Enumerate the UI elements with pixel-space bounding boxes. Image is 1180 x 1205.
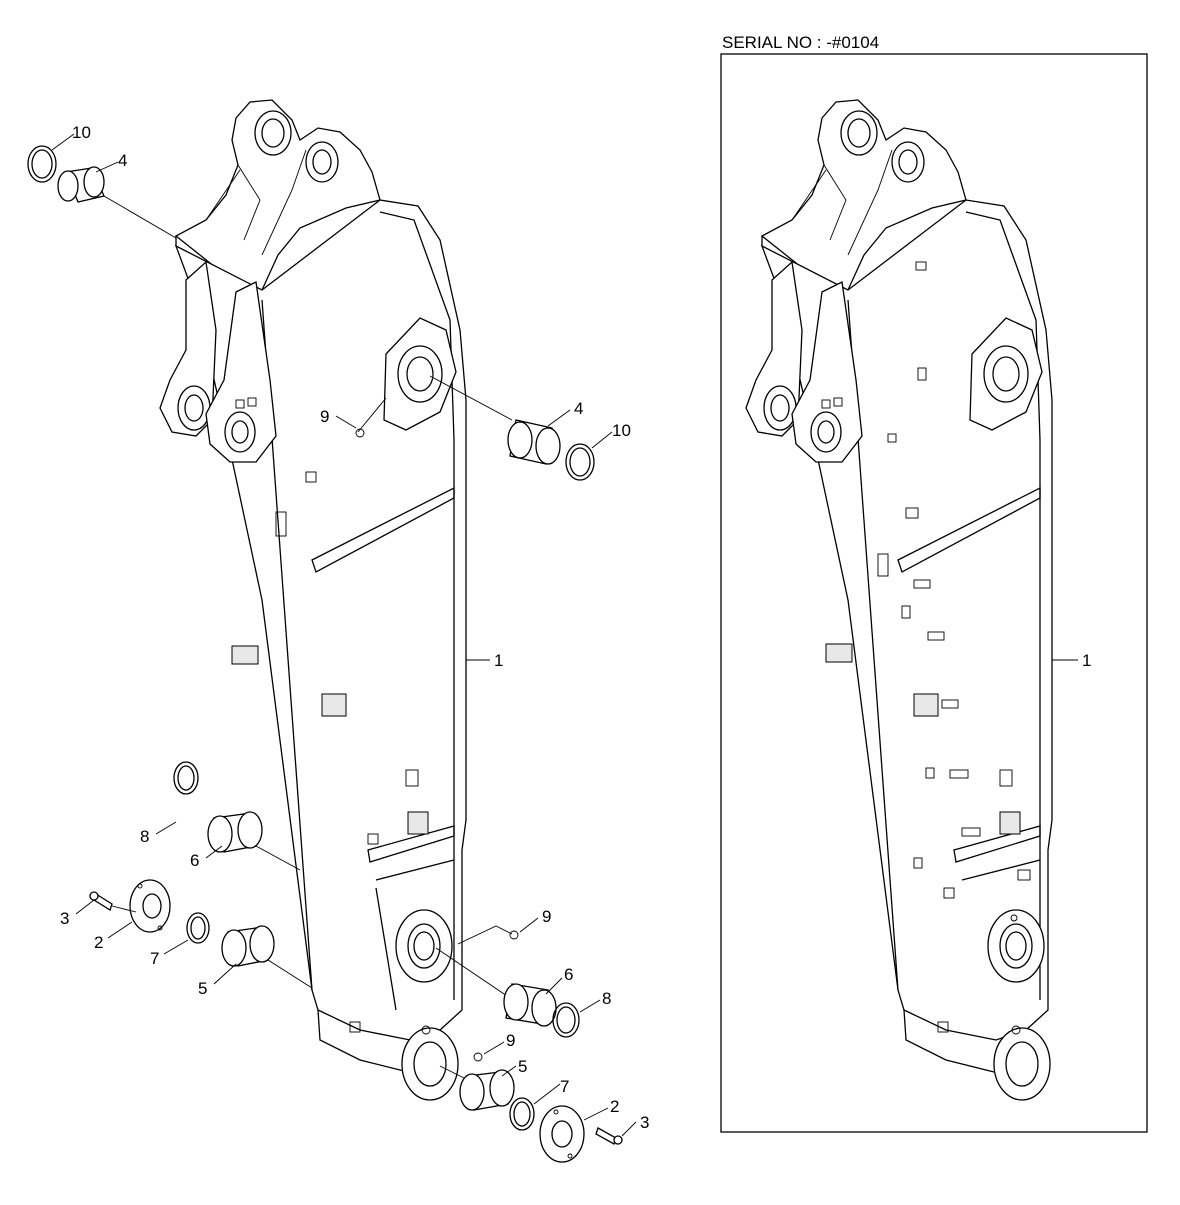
part-seal-7-left <box>186 912 210 944</box>
part-seal-10-upper <box>27 145 57 183</box>
callout-3-left: 3 <box>60 909 69 928</box>
part-fitting-9-upper <box>355 428 365 438</box>
serial-inset-frame <box>720 53 1148 1133</box>
leader-lines-left <box>51 133 637 1137</box>
part-seal-8-right <box>552 1002 580 1038</box>
callout-2-right: 2 <box>610 1097 619 1116</box>
callout-7-right: 7 <box>560 1077 569 1096</box>
callout-3-right: 3 <box>640 1113 649 1132</box>
callout-2-left: 2 <box>94 933 103 952</box>
part-seal-7-right <box>509 1097 535 1131</box>
callout-5-right: 5 <box>518 1057 527 1076</box>
part-fitting-9-lower <box>473 1052 483 1062</box>
callout-8-right: 8 <box>602 989 611 1008</box>
callout-7-left: 7 <box>150 949 159 968</box>
callout-1-left: 1 <box>494 651 503 670</box>
callout-5-left: 5 <box>198 979 207 998</box>
part-group-upper-left <box>27 145 177 239</box>
part-bolt-3-right <box>595 1127 617 1145</box>
part-fitting-9-mid <box>509 930 519 940</box>
callout-4-mid: 4 <box>574 399 583 418</box>
callout-6-left: 6 <box>190 851 199 870</box>
part-seal-8-left <box>173 761 199 795</box>
callout-1-right: 1 <box>1082 651 1091 670</box>
callout-10-mid: 10 <box>612 421 631 440</box>
callout-9-mid: 9 <box>542 907 551 926</box>
callouts-left: 10 4 9 4 10 1 8 6 3 2 7 5 9 6 8 9 5 7 2 … <box>60 123 649 1132</box>
part-group-lower-left <box>89 761 313 989</box>
part-plate-2-right <box>539 1105 585 1163</box>
callout-10-upper: 10 <box>72 123 91 142</box>
boom-assembly-left <box>159 99 467 1101</box>
part-group-mid-right <box>355 375 595 481</box>
part-group-lower-right <box>435 925 623 1163</box>
callout-8-left: 8 <box>140 827 149 846</box>
part-plate-2-left <box>129 879 171 933</box>
serial-number-label: SERIAL NO : -#0104 <box>722 33 879 52</box>
boom-assembly-right <box>745 99 1053 1101</box>
callout-6-right: 6 <box>564 965 573 984</box>
part-seal-10-mid <box>565 443 595 481</box>
callout-9-lower: 9 <box>506 1031 515 1050</box>
callout-9-upper: 9 <box>320 407 329 426</box>
callout-4-upper: 4 <box>118 151 127 170</box>
